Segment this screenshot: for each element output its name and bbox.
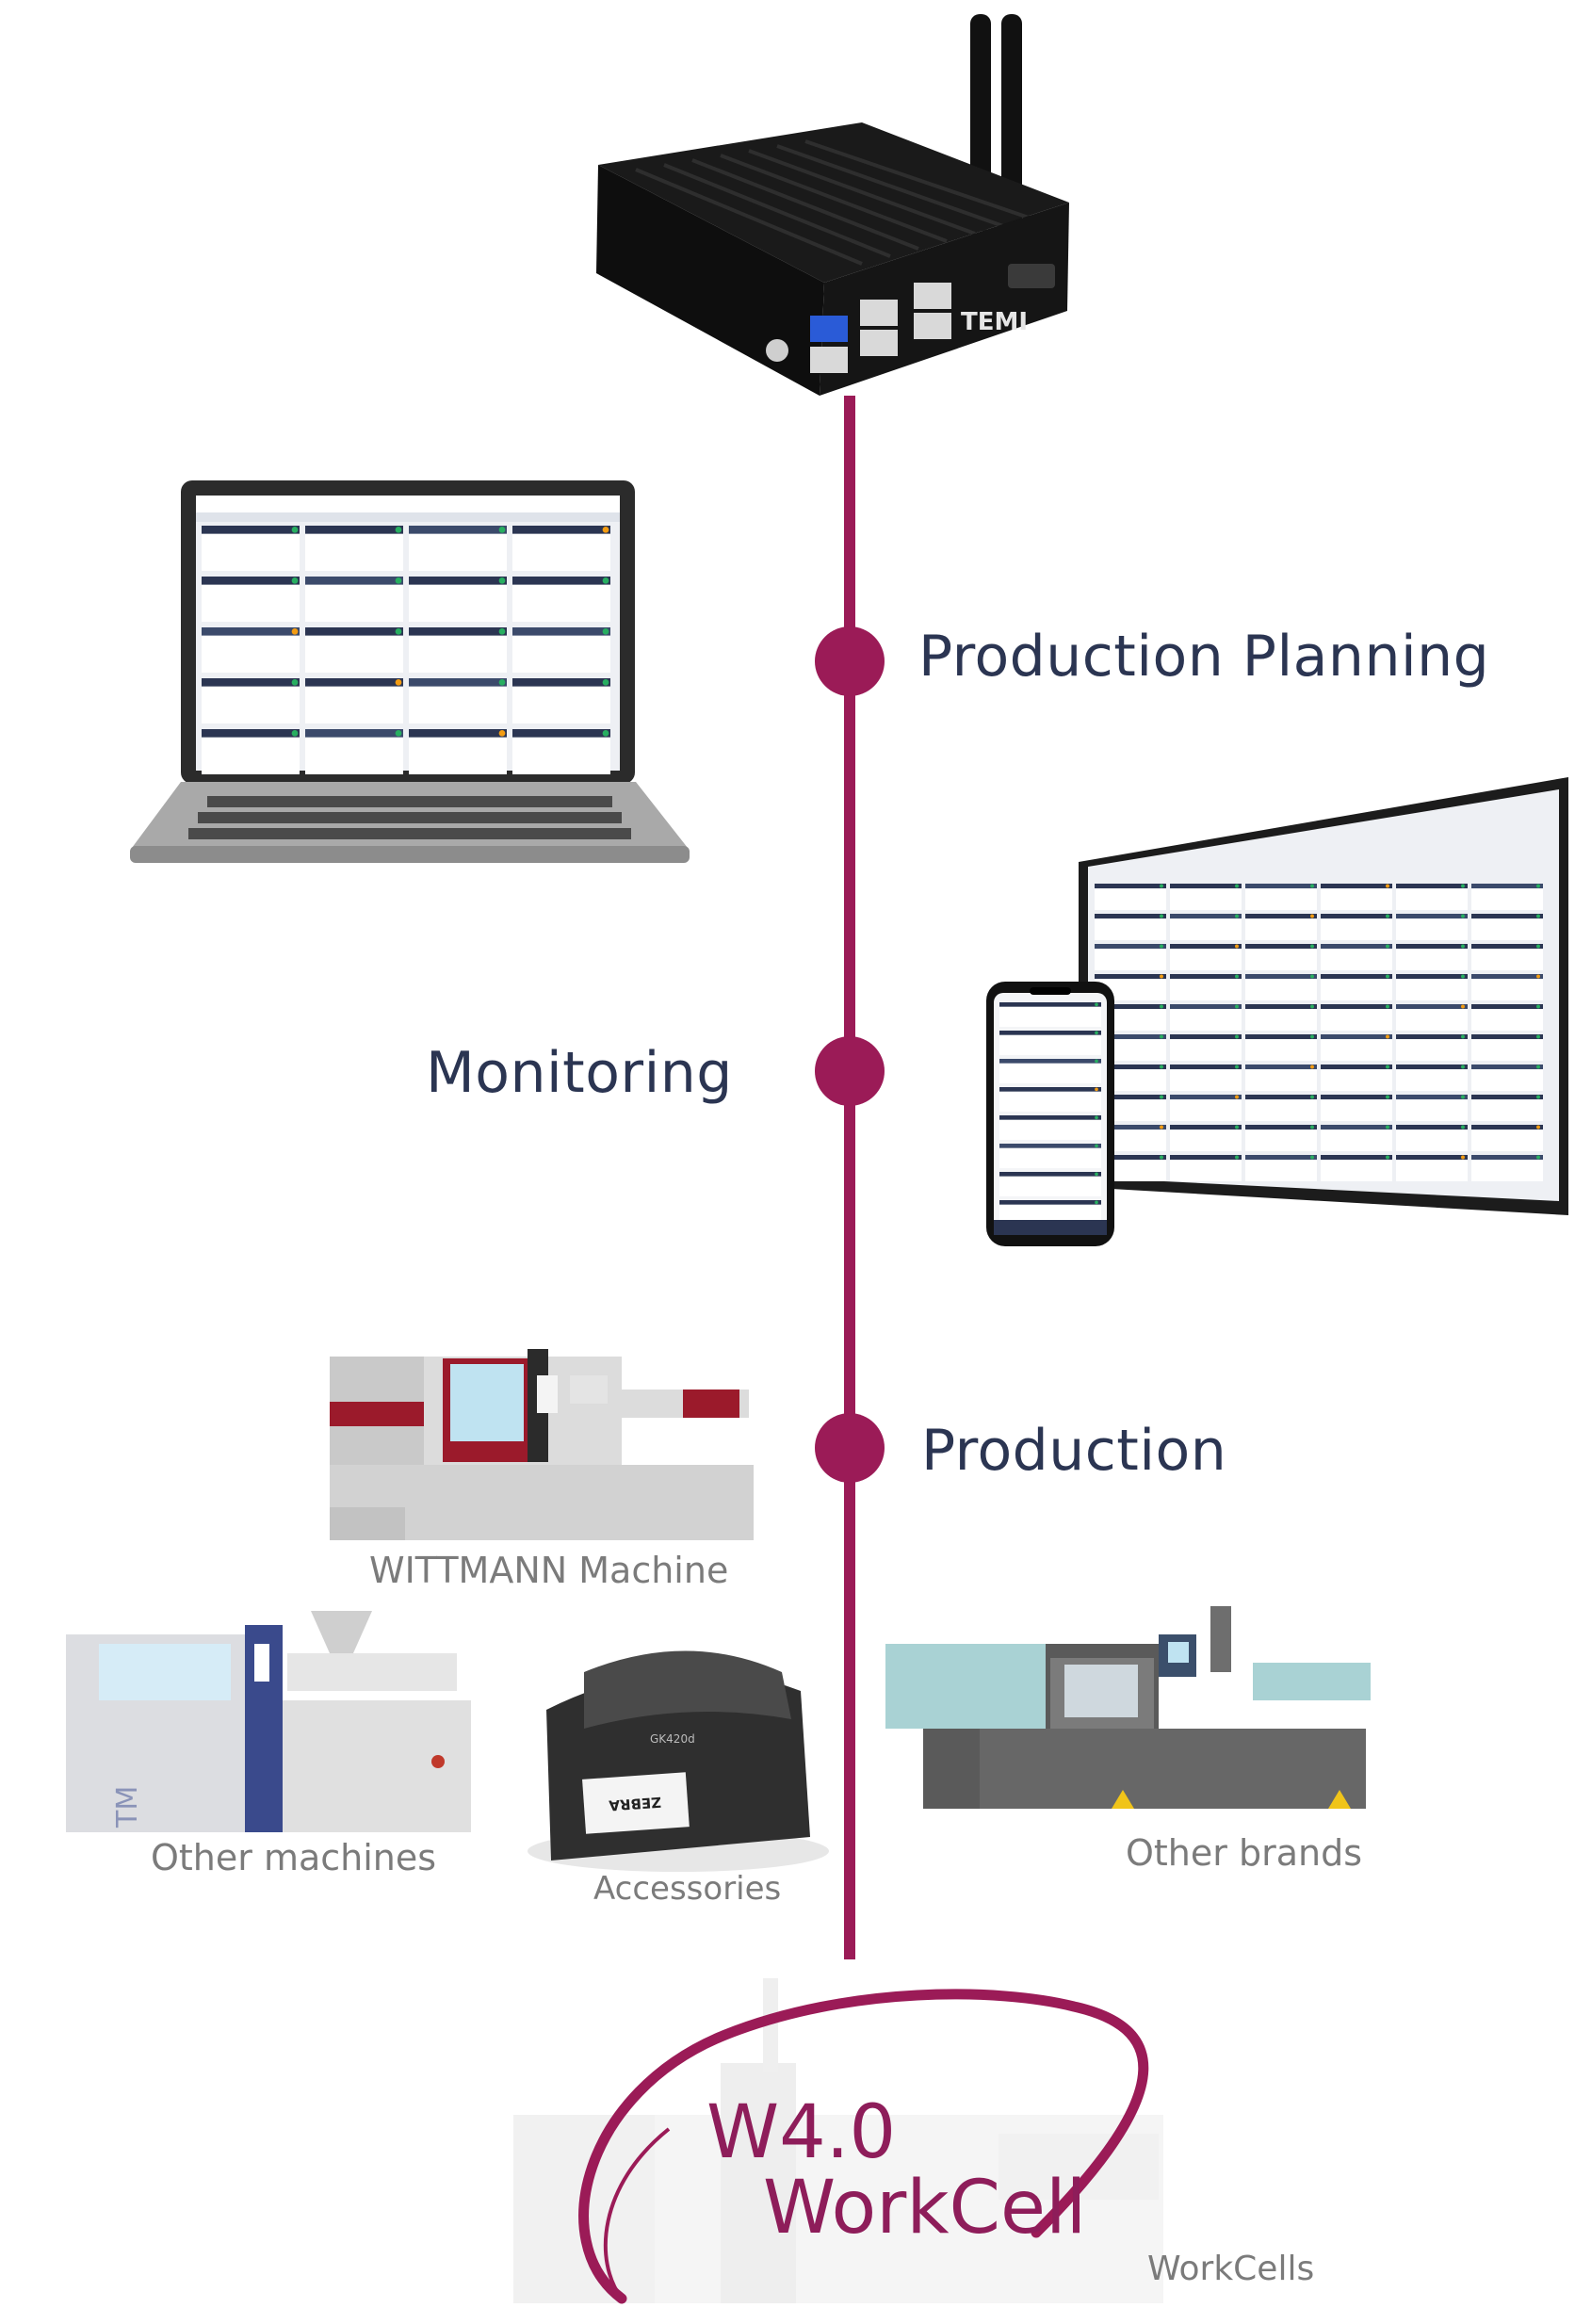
other-machine-icon: TM [66,1611,471,1832]
device-brand-text: TEMI [961,308,1028,336]
caption-workcells: WorkCells [1147,2250,1315,2288]
workcell-logo-line1: W4.0 [706,2090,896,2175]
wall-display-icon [1079,777,1568,1215]
timeline-line [844,396,855,1959]
caption-wittmann: WITTMANN Machine [369,1550,729,1591]
wittmann-machine-icon [330,1349,754,1540]
other-brand-machine-icon [885,1606,1371,1809]
stage-label-production: Production [921,1418,1227,1484]
timeline-dot-planning [815,626,885,696]
workcell-logo-line2: WorkCell [763,2166,1086,2251]
caption-other-machines: Other machines [151,1837,437,1878]
stage-label-planning: Production Planning [918,624,1490,690]
tm-text: TM [111,1786,144,1828]
timeline-dot-production [815,1413,885,1483]
printer-brand-text: ZEBRA [608,1794,661,1814]
timeline-dot-monitoring [815,1036,885,1106]
stage-label-monitoring: Monitoring [426,1040,733,1106]
caption-other-brands: Other brands [1126,1832,1363,1874]
smartphone-icon [986,982,1114,1246]
laptop-icon [130,480,690,863]
printer-model-text: GK420d [650,1732,695,1746]
workcell-icon: W4.0 WorkCell [513,1978,1163,2304]
caption-accessories: Accessories [593,1870,782,1908]
label-printer-icon: ZEBRA GK420d [528,1650,829,1872]
edge-computer-icon: TEMI [596,14,1069,396]
